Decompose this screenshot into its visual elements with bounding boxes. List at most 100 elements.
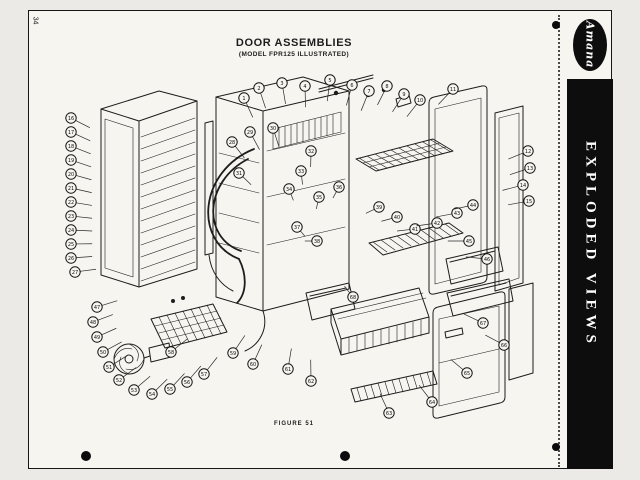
svg-text:22: 22 — [68, 200, 74, 206]
svg-text:10: 10 — [417, 98, 423, 104]
svg-text:64: 64 — [429, 400, 435, 406]
svg-text:8: 8 — [385, 84, 388, 90]
manual-page: 34 DOOR ASSEMBLIES (MODEL FPR125 ILLUSTR… — [28, 10, 613, 469]
punch-hole-dot — [552, 443, 560, 451]
part-callout: 44 — [452, 199, 479, 211]
part-callout: 51 — [103, 355, 128, 373]
svg-text:50: 50 — [100, 350, 106, 356]
part-callout: 28 — [226, 136, 245, 159]
part-callout: 45 — [447, 235, 475, 247]
part-callout: 10 — [406, 94, 426, 117]
svg-text:39: 39 — [376, 205, 382, 211]
svg-text:32: 32 — [308, 149, 314, 155]
base-grille-drawing — [350, 370, 438, 403]
left-cabinet-drawing — [100, 90, 198, 288]
svg-text:42: 42 — [434, 221, 440, 227]
svg-text:7: 7 — [367, 89, 370, 95]
part-callout: 4 — [299, 80, 311, 108]
svg-text:26: 26 — [68, 256, 74, 262]
svg-text:68: 68 — [350, 295, 356, 301]
center-cabinet-drawing — [204, 76, 350, 352]
part-callout: 16 — [65, 112, 90, 129]
punch-hole-dot — [552, 21, 560, 29]
part-callout: 33 — [295, 165, 307, 185]
svg-text:38: 38 — [314, 239, 320, 245]
baskets-pans-drawing — [305, 246, 514, 356]
part-callout: 34 — [283, 183, 295, 201]
svg-text:47: 47 — [94, 305, 100, 311]
svg-text:48: 48 — [90, 320, 96, 326]
part-callout: 40 — [381, 211, 403, 223]
svg-text:35: 35 — [316, 195, 322, 201]
svg-text:49: 49 — [94, 335, 100, 341]
svg-text:46: 46 — [484, 257, 490, 263]
part-callout: 61 — [282, 348, 294, 375]
part-callout: 2 — [253, 82, 266, 109]
part-callout: 26 — [65, 252, 93, 264]
svg-text:53: 53 — [131, 388, 137, 394]
part-callout: 35 — [313, 191, 325, 209]
part-callout: 57 — [198, 357, 218, 380]
svg-text:65: 65 — [464, 371, 470, 377]
wire-shelves-drawing — [355, 138, 464, 256]
part-callout: 43 — [436, 207, 463, 219]
part-callout: 9 — [392, 88, 410, 112]
part-callout: 62 — [305, 359, 317, 387]
svg-text:34: 34 — [286, 187, 292, 193]
part-callout: 67 — [463, 313, 489, 329]
part-callout: 54 — [146, 378, 168, 400]
part-callout: 12 — [508, 145, 534, 160]
part-callout: 13 — [509, 162, 536, 175]
part-callout: 25 — [65, 238, 93, 250]
part-callout: 3 — [276, 77, 288, 104]
part-callout: 50 — [97, 341, 122, 358]
svg-text:1: 1 — [242, 96, 245, 102]
part-callout: 19 — [65, 154, 92, 168]
part-callout: 36 — [332, 181, 345, 199]
part-callout: 8 — [377, 80, 393, 106]
figure-caption: FIGURE 51 — [273, 421, 314, 427]
svg-text:3: 3 — [280, 81, 283, 87]
svg-text:15: 15 — [526, 199, 532, 205]
page-header: DOOR ASSEMBLIES (MODEL FPR125 ILLUSTRATE… — [29, 37, 559, 58]
page-number: 34 — [31, 16, 39, 25]
part-callout: 22 — [65, 196, 92, 208]
svg-text:36: 36 — [336, 185, 342, 191]
punch-hole-dot — [81, 451, 91, 461]
part-callout: 30 — [267, 122, 280, 147]
part-callout: 58 — [165, 338, 188, 358]
svg-text:4: 4 — [303, 84, 306, 90]
part-callout: 52 — [113, 367, 137, 386]
svg-text:28: 28 — [229, 140, 235, 146]
part-callout: 68 — [344, 285, 359, 303]
svg-text:54: 54 — [149, 392, 155, 398]
part-callout: 37 — [291, 221, 306, 237]
svg-text:5: 5 — [328, 78, 331, 84]
part-callout: 6 — [346, 79, 358, 106]
part-callout: 47 — [91, 300, 118, 313]
part-callout: 11 — [438, 83, 459, 105]
svg-text:25: 25 — [68, 242, 74, 248]
part-callout: 24 — [65, 224, 93, 236]
part-callout: 42 — [416, 217, 443, 229]
part-callout: 15 — [508, 195, 535, 207]
svg-text:67: 67 — [480, 321, 486, 327]
svg-text:62: 62 — [308, 379, 314, 385]
svg-text:16: 16 — [68, 116, 74, 122]
svg-text:57: 57 — [201, 372, 207, 378]
svg-text:9: 9 — [402, 92, 405, 98]
part-callout: 53 — [128, 375, 151, 396]
part-callout: 21 — [65, 182, 92, 194]
svg-text:19: 19 — [68, 158, 74, 164]
svg-text:31: 31 — [236, 171, 242, 177]
page-title: DOOR ASSEMBLIES — [235, 37, 353, 49]
part-callout: 38 — [304, 235, 323, 247]
svg-text:30: 30 — [270, 126, 276, 132]
sidebar-strip: EXPLODED VIEWS — [567, 79, 613, 469]
svg-text:56: 56 — [184, 380, 190, 386]
svg-text:2: 2 — [257, 86, 260, 92]
exploded-view-diagram: 1234567891011121314151617181920212223242… — [65, 74, 536, 419]
svg-text:44: 44 — [470, 203, 476, 209]
part-callout: 20 — [65, 168, 92, 181]
